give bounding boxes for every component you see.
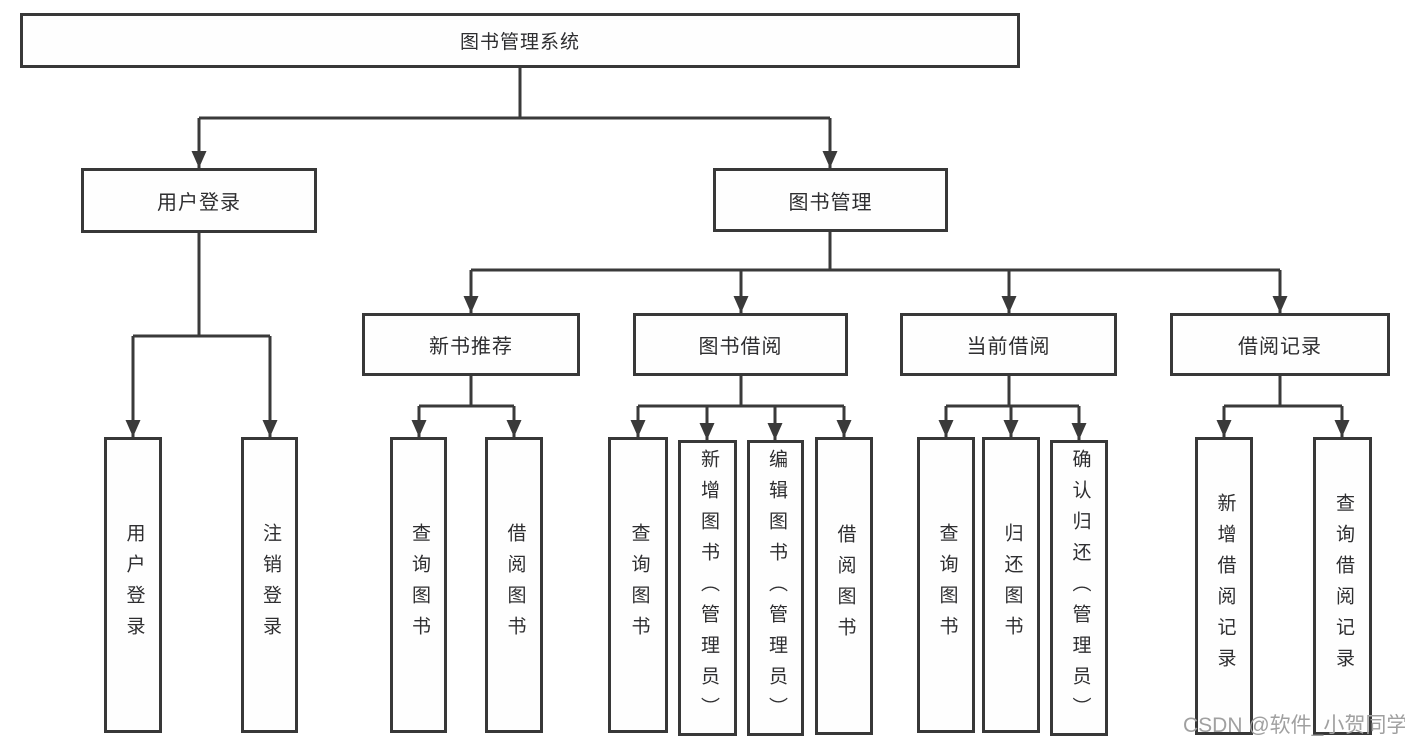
node-book-management-label: 图书管理 bbox=[788, 191, 873, 214]
leaf-query-borrow-record-label: 查询借阅记录 bbox=[1332, 493, 1354, 679]
node-user-login-label: 用户登录 bbox=[157, 192, 241, 214]
leaf-query-books-recommend: 查询图书 bbox=[390, 437, 447, 733]
leaf-query-books-borrow-label: 查询图书 bbox=[628, 523, 650, 647]
leaf-borrow-books-recommend-label: 借阅图书 bbox=[504, 523, 526, 647]
connector-line bbox=[471, 232, 1280, 272]
connector-borrow-records-to-leaves bbox=[1216, 376, 1350, 437]
leaf-borrow-books-recommend: 借阅图书 bbox=[485, 437, 543, 733]
leaf-confirm-return-admin-label: 确认归还（管理员） bbox=[1069, 448, 1091, 728]
leaf-add-borrow-record-label: 新增借阅记录 bbox=[1214, 493, 1236, 679]
node-borrow-records-label: 借阅记录 bbox=[1238, 336, 1322, 358]
node-current-borrow: 当前借阅 bbox=[900, 313, 1117, 376]
connector-line bbox=[1224, 376, 1342, 408]
leaf-query-books-current: 查询图书 bbox=[917, 437, 975, 733]
node-borrow-records: 借阅记录 bbox=[1170, 313, 1390, 376]
leaf-add-book-admin: 新增图书（管理员） bbox=[678, 440, 737, 736]
connector-line bbox=[133, 233, 270, 338]
leaf-edit-book-admin: 编辑图书（管理员） bbox=[747, 440, 804, 736]
node-current-borrow-label: 当前借阅 bbox=[966, 336, 1051, 358]
connector-book-borrow-to-leaves bbox=[630, 376, 852, 440]
node-new-book-recommend: 新书推荐 bbox=[362, 313, 580, 376]
connector-line bbox=[946, 376, 1079, 408]
connector-line bbox=[199, 68, 830, 120]
connector-line bbox=[419, 376, 514, 408]
node-new-book-recommend-label: 新书推荐 bbox=[429, 336, 513, 358]
leaf-borrow-books: 借阅图书 bbox=[815, 437, 873, 735]
node-user-login: 用户登录 bbox=[81, 168, 317, 233]
leaf-query-books-current-label: 查询图书 bbox=[936, 523, 958, 647]
node-book-management: 图书管理 bbox=[713, 168, 948, 232]
leaf-query-books-recommend-label: 查询图书 bbox=[408, 523, 430, 647]
csdn-watermark: CSDN @软件_小贺同学 bbox=[1183, 714, 1405, 737]
node-library-system-label: 图书管理系统 bbox=[459, 32, 580, 53]
leaf-user-login: 用户登录 bbox=[104, 437, 162, 733]
connector-new-book-recommend-to-leaves bbox=[411, 376, 522, 437]
leaf-add-borrow-record: 新增借阅记录 bbox=[1195, 437, 1253, 735]
leaf-return-book: 归还图书 bbox=[982, 437, 1040, 733]
leaf-add-book-admin-label: 新增图书（管理员） bbox=[697, 448, 719, 728]
node-book-borrow-label: 图书借阅 bbox=[698, 336, 783, 358]
leaf-return-book-label: 归还图书 bbox=[1001, 523, 1023, 647]
node-book-borrow: 图书借阅 bbox=[633, 313, 848, 376]
leaf-confirm-return-admin: 确认归还（管理员） bbox=[1050, 440, 1108, 736]
connector-user-login-to-leaves bbox=[125, 233, 278, 437]
connector-root-to-level2 bbox=[191, 68, 838, 168]
leaf-edit-book-admin-label: 编辑图书（管理员） bbox=[765, 448, 787, 728]
leaf-logout-label: 注销登录 bbox=[259, 523, 281, 647]
leaf-logout: 注销登录 bbox=[241, 437, 298, 733]
leaf-query-books-borrow: 查询图书 bbox=[608, 437, 668, 733]
leaf-user-login-label: 用户登录 bbox=[123, 523, 145, 647]
node-library-system: 图书管理系统 bbox=[20, 13, 1020, 68]
connector-line bbox=[638, 376, 844, 408]
leaf-borrow-books-label: 借阅图书 bbox=[834, 524, 856, 648]
leaf-query-borrow-record: 查询借阅记录 bbox=[1313, 437, 1372, 735]
connector-current-borrow-to-leaves bbox=[938, 376, 1087, 440]
connector-book-management-to-level3 bbox=[463, 232, 1288, 313]
